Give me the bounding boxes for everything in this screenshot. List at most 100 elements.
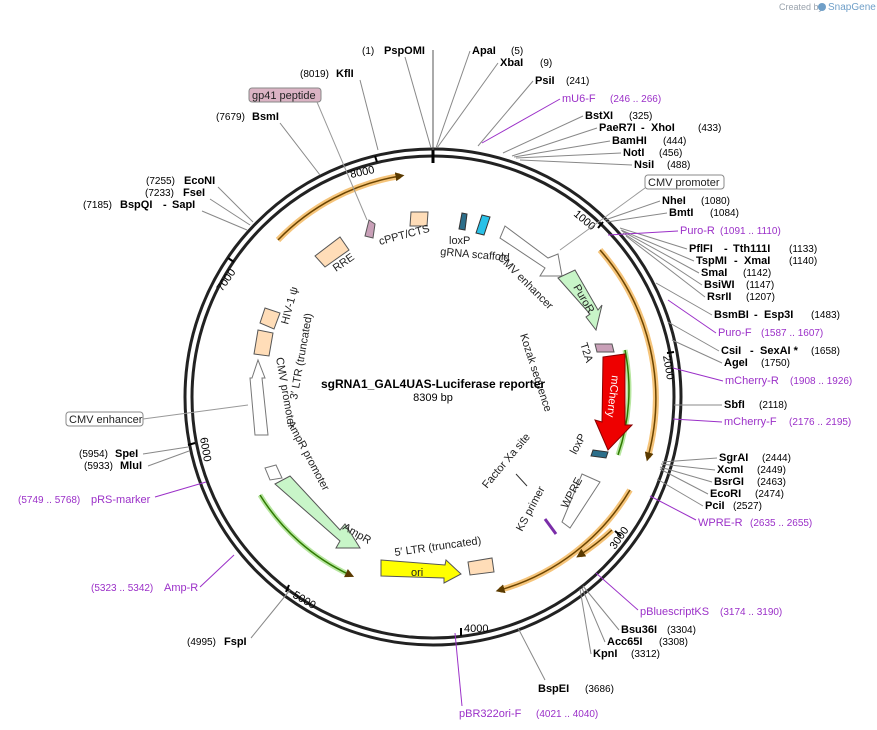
site-paer7i-pos: (433) <box>698 123 721 134</box>
site-paer7i-dash: - <box>641 122 645 134</box>
gp41-leader <box>316 101 368 221</box>
site-fsei-name: FseI <box>183 187 205 199</box>
site-bspqi-leader <box>201 210 248 231</box>
site-pflfi-pos: (1133) <box>789 244 817 255</box>
puror-feature <box>557 269 603 332</box>
site-bsmbi-pos: (1483) <box>811 310 840 321</box>
site-sgrai-name: SgrAI <box>719 452 748 464</box>
site-smai-leader <box>621 230 700 274</box>
site-csii-name: CsiI <box>721 345 741 357</box>
tick-label-4000: 4000 <box>464 623 488 635</box>
cmv-promoter-leader <box>559 187 646 251</box>
site-pspomi-pos: (1) <box>362 46 374 57</box>
plasmid-name: sgRNA1_GAL4UAS-Luciferase reporter <box>321 377 545 391</box>
site-nhei-leader <box>604 200 661 221</box>
site-xbai-leader <box>436 62 499 149</box>
primer-pbr322orif-leader <box>454 632 463 707</box>
mcherry-feature <box>594 353 634 451</box>
plasmid-length: 8309 bp <box>413 392 453 404</box>
primer-mcherryf-pos: (2176 .. 2195) <box>789 417 851 428</box>
site-bsmbi-dash: - <box>754 309 758 321</box>
gp41-box-label: gp41 peptide <box>252 90 316 102</box>
site-kpni-leader <box>579 588 592 655</box>
primer-pbluescriptks-pos: (3174 .. 3190) <box>720 607 782 618</box>
site-rsrii-name: RsrII <box>707 291 731 303</box>
cmv-promoter-feature <box>249 358 269 436</box>
site-rsrii-leader <box>625 235 706 298</box>
site-econi-pos: (7255) <box>146 176 175 187</box>
primer-ampr-pos: (5323 .. 5342) <box>91 583 153 594</box>
site-bspei-name: BspEI <box>538 683 569 695</box>
site-paer7i-leader <box>511 127 598 157</box>
site-ecori-name: EcoRI <box>710 488 741 500</box>
ltr3-feature <box>253 329 274 357</box>
site-bstxi-name: BstXI <box>585 110 613 122</box>
primer-purof-leader <box>667 299 717 334</box>
site-nsii-leader <box>519 159 633 166</box>
primer-puror-pos: (1091 .. 1110) <box>720 226 781 237</box>
site-noti-pos: (456) <box>659 148 682 159</box>
primer-mcherryf-label: mCherry-F <box>724 416 777 428</box>
site-kfli-name: KflI <box>336 68 354 80</box>
site-bsrgi-name: BsrGI <box>714 476 744 488</box>
site-bsiwi-name: BsiWI <box>704 279 735 291</box>
site-csii-dash: - <box>750 345 754 357</box>
primer-prsmarker-leader <box>154 481 207 498</box>
site-fspi-name: FspI <box>224 636 247 648</box>
ltr5-feature <box>467 557 495 576</box>
site-sbfi-pos: (2118) <box>759 400 787 411</box>
site-spei-leader <box>142 446 189 455</box>
site-rsrii-pos: (1207) <box>746 292 775 303</box>
site-agei-leader <box>671 339 723 364</box>
wpre-feature <box>561 473 601 529</box>
site-pspomi-name: PspOMI <box>384 45 425 57</box>
orf-arcs <box>257 172 659 594</box>
site-bmti-pos: (1084) <box>710 208 739 219</box>
mcherry-label: mCherry <box>604 375 621 419</box>
watermark-brand: SnapGene <box>828 2 876 13</box>
site-fsei-leader <box>209 198 251 226</box>
primer-mu6f-pos: (246 .. 266) <box>610 94 661 105</box>
gp41-box <box>248 87 322 103</box>
site-apai-leader <box>435 50 471 149</box>
site-bamhi-pos: (444) <box>663 136 686 147</box>
site-kfli-pos: (8019) <box>300 69 329 80</box>
site-pcii-leader <box>656 478 704 507</box>
site-bamhi-leader <box>513 140 611 158</box>
site-spei-name: SpeI <box>115 448 138 460</box>
cmv-enhancer-feature <box>499 225 563 277</box>
site-pflfi-name: PflFI <box>689 243 713 255</box>
site-sgrai-pos: (2444) <box>762 453 791 464</box>
site-bsu36i-leader <box>582 585 620 631</box>
primer-mcherryr-pos: (1908 .. 1926) <box>790 376 852 387</box>
cmv-promoter-box-label: CMV promoter <box>648 177 720 189</box>
site-csii-pos: (1658) <box>811 346 840 357</box>
site-bspqi-pos: (7185) <box>83 200 112 211</box>
site-nsii-pos: (488) <box>667 160 690 171</box>
site-fspi-pos: (4995) <box>187 637 216 648</box>
site-bsmi-name: BsmI <box>252 111 279 123</box>
site-bspei-leader <box>517 627 546 681</box>
site-xbai-name: XbaI <box>500 57 523 69</box>
primer-purof-pos: (1587 .. 1607) <box>761 328 823 339</box>
primers: mU6-F (246 .. 266) Puro-R (1091 .. 1110)… <box>18 93 852 720</box>
factor-xa-label: Factor Xa site <box>480 431 533 491</box>
site-bstxi-pos: (325) <box>629 111 652 122</box>
site-spei-pos: (5954) <box>79 449 108 460</box>
enzyme-sites-right: ApaI (5) XbaI (9) PsiI (241) BstXI (325)… <box>435 45 840 695</box>
site-noti-leader <box>515 152 622 159</box>
primer-pbluescriptks-label: pBluescriptKS <box>640 606 709 618</box>
cppt-feature <box>409 211 429 227</box>
site-psii-leader <box>477 80 534 147</box>
site-ecori-leader <box>659 468 709 495</box>
site-pcii-pos: (2527) <box>733 501 762 512</box>
primer-wprer-leader <box>649 495 697 521</box>
site-xcmi-leader <box>660 463 716 471</box>
site-bspqi-dash: - <box>163 199 167 211</box>
site-agei-name: AgeI <box>724 357 748 369</box>
site-tspmi-pos: (1140) <box>789 256 817 267</box>
primer-mu6f-label: mU6-F <box>562 93 596 105</box>
site-pspomi-leader <box>404 56 432 149</box>
kozak-label: Kozak sequence <box>517 332 554 413</box>
primer-prsmarker-label: pRS-marker <box>91 494 151 506</box>
